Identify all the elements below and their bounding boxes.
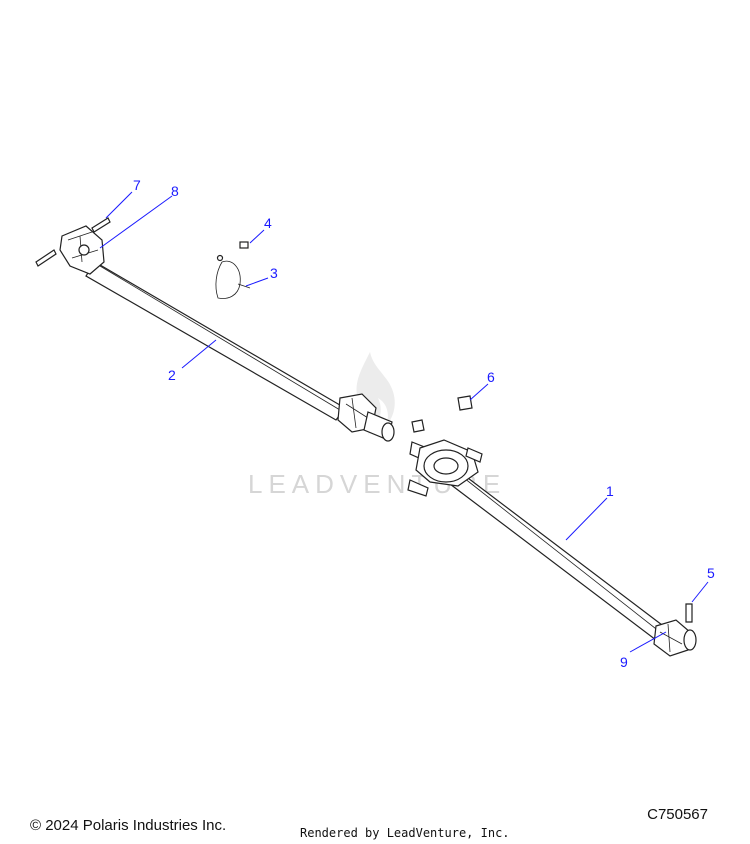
callout-6: 6	[487, 369, 495, 385]
callout-3: 3	[270, 265, 278, 281]
callout-2: 2	[168, 367, 176, 383]
callouts: 1 2 3 4 5 6 7 8 9	[133, 177, 715, 670]
callout-5: 5	[707, 565, 715, 581]
leader-lines	[99, 191, 709, 653]
callout-1: 1	[606, 483, 614, 499]
callout-4: 4	[264, 215, 272, 231]
rear-prop-shaft	[407, 439, 697, 657]
copyright-text: © 2024 Polaris Industries Inc.	[30, 817, 227, 834]
front-prop-shaft	[59, 225, 395, 442]
rendered-by-text: Rendered by LeadVenture, Inc.	[300, 826, 510, 840]
callout-8: 8	[171, 183, 179, 199]
diagram-code: C750567	[647, 806, 708, 823]
callout-7: 7	[133, 177, 141, 193]
callout-9: 9	[620, 654, 628, 670]
hardware	[35, 217, 693, 623]
